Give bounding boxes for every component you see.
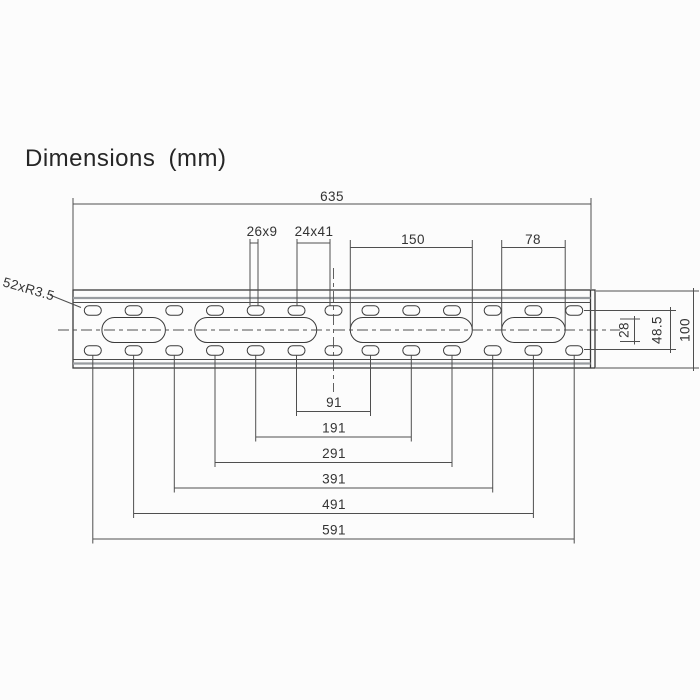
label-chain-191: 191 <box>322 421 346 436</box>
small-slot-top <box>287 305 306 316</box>
centerlines <box>58 268 620 392</box>
small-slot-bottom <box>246 345 265 356</box>
small-slot-top <box>206 305 224 316</box>
small-slot-bottom <box>402 345 421 356</box>
dimension-lines-top <box>49 198 592 330</box>
label-chain-491: 491 <box>322 497 346 512</box>
small-slot-top <box>565 305 584 316</box>
small-slot-bottom <box>287 345 306 356</box>
page-title: Dimensions (mm) <box>25 145 227 172</box>
small-slot-top <box>246 305 265 316</box>
label-long-oblong: 150 <box>401 232 425 247</box>
label-overall-height: 100 <box>678 318 693 342</box>
label-chain-391: 391 <box>322 472 346 487</box>
small-slot-bottom <box>565 345 584 356</box>
small-slot-bottom <box>83 345 102 356</box>
small-slot-top <box>524 305 543 316</box>
small-slot-bottom <box>206 345 224 356</box>
small-slot-top <box>483 305 502 316</box>
rail-body <box>72 289 596 369</box>
label-chain-591: 591 <box>322 523 346 538</box>
small-slot-bottom <box>165 345 184 356</box>
leader-52xR3.5 <box>49 294 82 308</box>
label-small-slot-size: 26x9 <box>247 224 278 239</box>
small-slot-top <box>83 305 102 316</box>
label-overall-length: 635 <box>320 189 344 204</box>
small-slot-bottom <box>483 345 502 356</box>
label-chain-91: 91 <box>326 395 342 410</box>
small-slot-top <box>165 305 184 316</box>
rail-outline <box>72 289 596 369</box>
label-center-offset: 28 <box>617 322 632 338</box>
small-slot-top <box>124 305 143 316</box>
small-slot-bottom <box>361 345 380 356</box>
small-slot-bottom <box>524 345 543 356</box>
label-chain-291: 291 <box>322 446 346 461</box>
label-row-spacing: 48.5 <box>650 316 665 344</box>
label-short-oblong: 78 <box>525 232 541 247</box>
small-slot-bottom <box>124 345 143 356</box>
small-slot-top <box>443 305 461 316</box>
small-slot-top <box>361 305 380 316</box>
label-top-slot-spacing: 24x41 <box>295 224 334 239</box>
rail-profile-bands <box>73 296 591 365</box>
small-slot-top <box>402 305 421 316</box>
small-slot-bottom <box>443 345 461 356</box>
dimension-lines-bottom-chain <box>92 355 575 544</box>
dimension-lines-right <box>584 288 699 371</box>
label-slot-radius: 52xR3.5 <box>1 274 56 303</box>
